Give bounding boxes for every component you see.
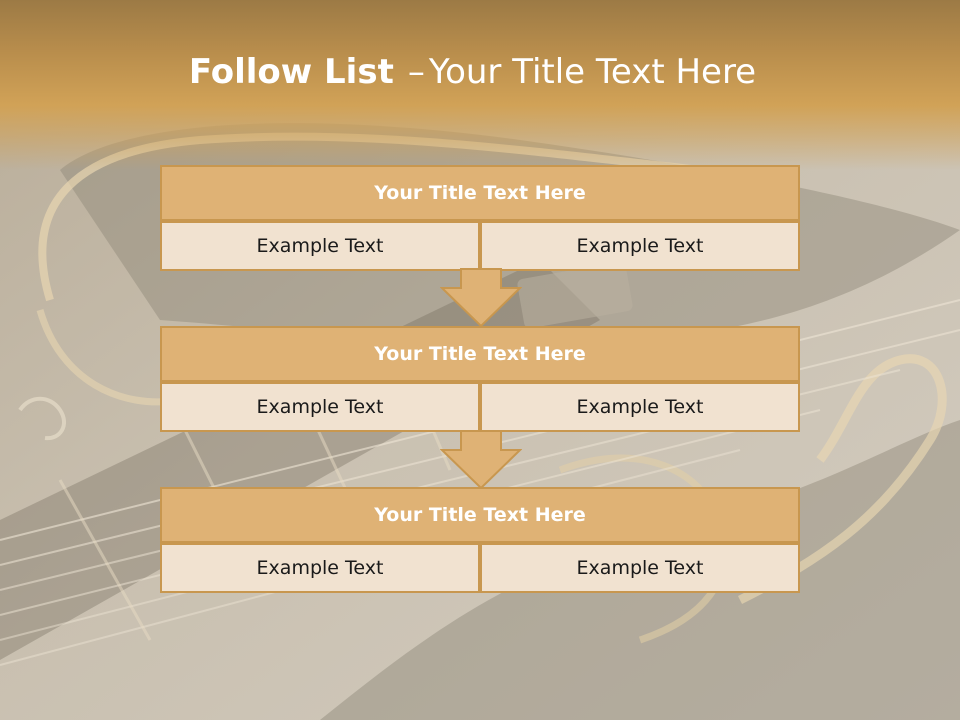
list-block-3-left-text: Example Text — [160, 543, 480, 593]
list-block-1: Your Title Text Here Example Text Exampl… — [160, 165, 800, 271]
list-block-2-right-text: Example Text — [480, 382, 800, 432]
list-block-3-title: Your Title Text Here — [160, 487, 800, 543]
list-block-1-left-text: Example Text — [160, 221, 480, 271]
header-band — [0, 0, 960, 170]
list-block-1-right-text: Example Text — [480, 221, 800, 271]
list-block-3: Your Title Text Here Example Text Exampl… — [160, 487, 800, 593]
down-arrow-icon — [440, 430, 522, 490]
slide-title: Follow List–Your Title Text Here — [0, 52, 945, 92]
list-block-2-title: Your Title Text Here — [160, 326, 800, 382]
slide-title-subtitle: Your Title Text Here — [428, 52, 757, 92]
list-block-1-title: Your Title Text Here — [160, 165, 800, 221]
list-block-3-right-text: Example Text — [480, 543, 800, 593]
slide-title-bold: Follow List — [188, 52, 394, 92]
list-block-2-left-text: Example Text — [160, 382, 480, 432]
list-block-2: Your Title Text Here Example Text Exampl… — [160, 326, 800, 432]
down-arrow-icon — [440, 268, 522, 328]
slide-title-separator: – — [407, 52, 425, 92]
